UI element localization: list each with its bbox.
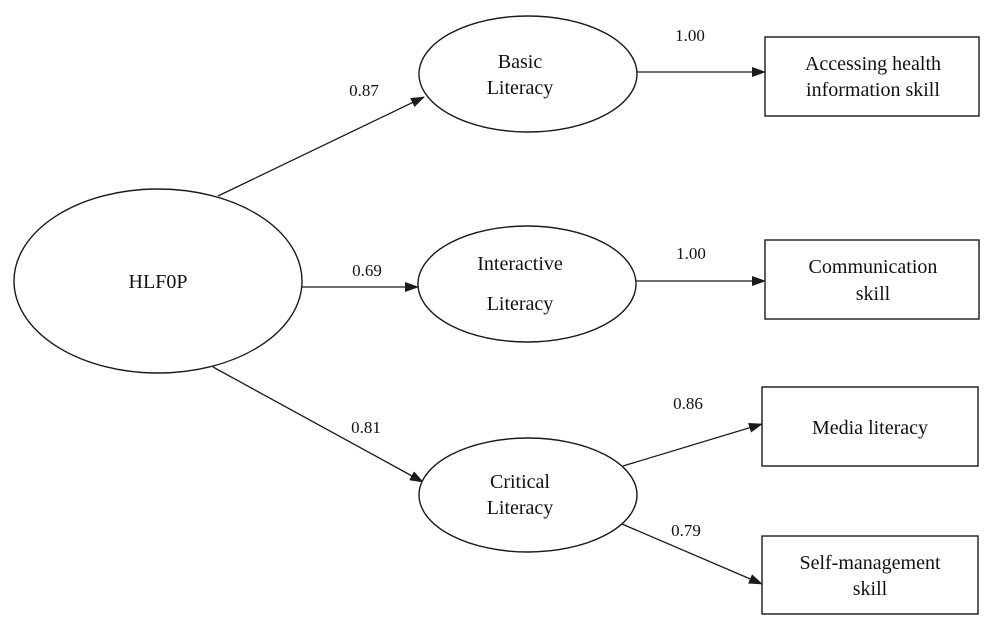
node-media-literacy-label: Media literacy bbox=[812, 417, 928, 439]
node-hlf0p-label: HLF0P bbox=[129, 271, 188, 293]
loading-hlf0p-critical: 0.81 bbox=[351, 418, 381, 437]
loading-interactive-communication: 1.00 bbox=[676, 244, 706, 263]
node-accessing-health-information-skill bbox=[764, 36, 980, 117]
edge-hlf0p-to-critical-literacy bbox=[212, 366, 424, 483]
node-accessing-health-line1: Accessing health bbox=[805, 53, 941, 75]
node-critical-literacy bbox=[418, 437, 638, 553]
node-critical-literacy-line2: Literacy bbox=[487, 497, 554, 519]
node-communication-line2: skill bbox=[856, 283, 891, 305]
node-self-management-skill bbox=[761, 535, 979, 615]
edge-critical-to-self-management bbox=[621, 523, 763, 585]
loading-critical-self-management: 0.79 bbox=[671, 521, 701, 540]
edge-critical-to-media-literacy bbox=[622, 422, 763, 467]
node-interactive-literacy-line2: Literacy bbox=[487, 293, 554, 315]
loading-basic-accessing: 1.00 bbox=[675, 26, 705, 45]
loading-critical-media: 0.86 bbox=[673, 394, 703, 413]
node-basic-literacy-line2: Literacy bbox=[487, 77, 554, 99]
node-interactive-literacy bbox=[417, 225, 637, 343]
node-communication-skill bbox=[764, 239, 980, 320]
node-communication-line1: Communication bbox=[809, 256, 938, 278]
node-basic-literacy bbox=[418, 15, 638, 133]
node-critical-literacy-line1: Critical bbox=[490, 471, 550, 493]
edge-hlf0p-to-basic-literacy bbox=[217, 96, 425, 197]
node-self-management-line1: Self-management bbox=[799, 552, 940, 574]
node-interactive-literacy-line1: Interactive bbox=[477, 253, 563, 275]
node-self-management-line2: skill bbox=[853, 578, 888, 600]
node-basic-literacy-line1: Basic bbox=[498, 51, 543, 73]
node-hlf0p bbox=[13, 188, 303, 374]
node-media-literacy bbox=[761, 386, 979, 467]
loading-hlf0p-interactive: 0.69 bbox=[352, 261, 382, 280]
node-accessing-health-line2: information skill bbox=[806, 79, 940, 101]
loading-hlf0p-basic: 0.87 bbox=[349, 81, 379, 100]
